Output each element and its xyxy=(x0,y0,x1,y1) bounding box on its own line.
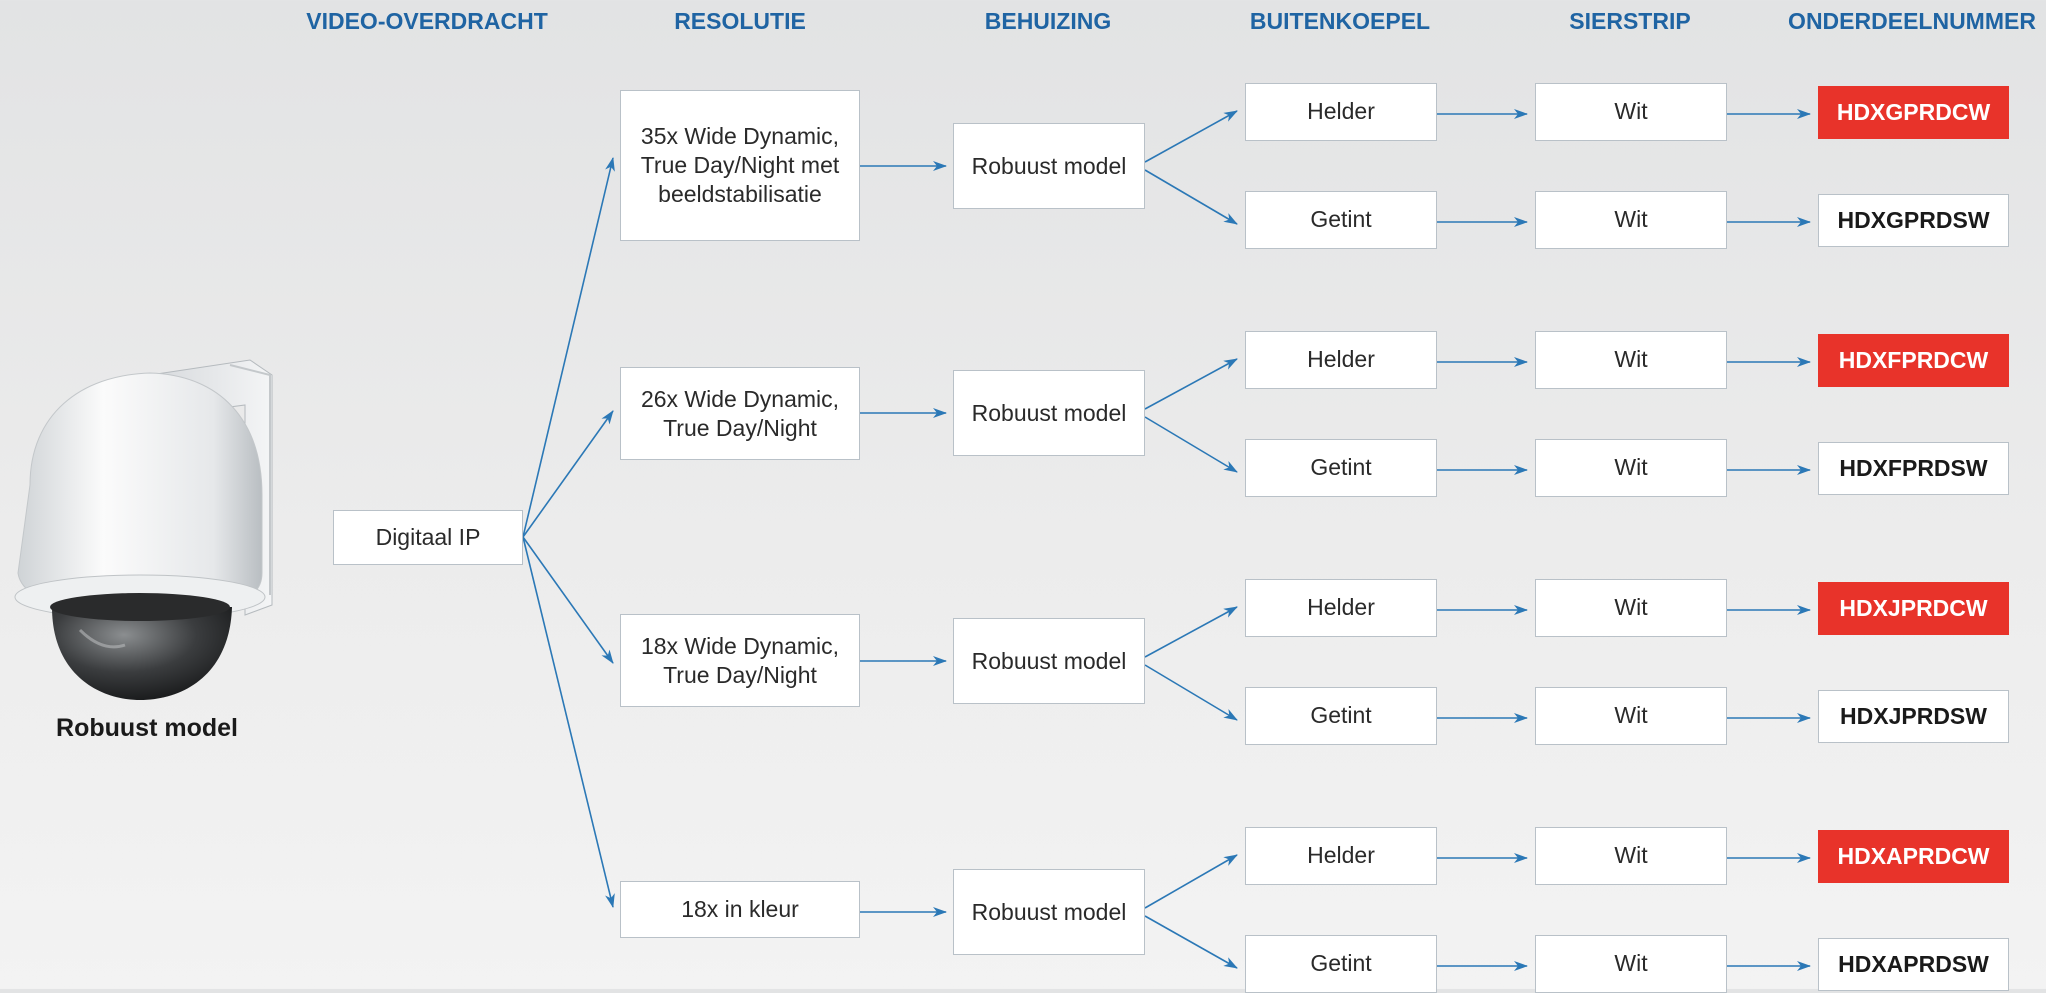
dome-box: Helder xyxy=(1245,579,1437,637)
trim-box: Wit xyxy=(1535,83,1727,141)
arrow-housing-to-dome xyxy=(1144,915,1238,969)
header-resolution: RESOLUTIE xyxy=(674,8,806,34)
trim-label: Wit xyxy=(1614,97,1648,124)
dome-box: Helder xyxy=(1245,331,1437,389)
housing-label: Robuust model xyxy=(971,647,1127,674)
part-number: HDXFPRDSW xyxy=(1839,455,1988,481)
arrow-housing-to-dome xyxy=(1144,664,1238,721)
arrow-housing-to-dome xyxy=(1144,358,1238,410)
part-number: HDXJPRDCW xyxy=(1839,595,1988,621)
part-number-badge: HDXFPRDCW xyxy=(1818,334,2009,387)
dome-box: Getint xyxy=(1245,935,1437,993)
dome-label: Getint xyxy=(1310,453,1372,480)
dome-box: Helder xyxy=(1245,827,1437,885)
part-number: HDXAPRDSW xyxy=(1838,951,1989,977)
arrow-transmission-to-resolution xyxy=(522,157,615,538)
dome-box: Helder xyxy=(1245,83,1437,141)
resolution-line: 18x in kleur xyxy=(681,896,799,922)
part-number-badge: HDXGPRDSW xyxy=(1818,194,2009,247)
trim-label: Wit xyxy=(1614,701,1648,728)
header-trim-strip: SIERSTRIP xyxy=(1569,8,1691,34)
housing-label: Robuust model xyxy=(971,152,1127,179)
housing-box: Robuust model xyxy=(953,123,1145,209)
part-number: HDXAPRDCW xyxy=(1837,843,1990,869)
resolution-text: 26x Wide Dynamic,True Day/Night xyxy=(641,385,839,443)
trim-label: Wit xyxy=(1614,205,1648,232)
housing-box: Robuust model xyxy=(953,869,1145,955)
part-number-badge: HDXGPRDCW xyxy=(1818,86,2009,139)
resolution-box: 18x in kleur xyxy=(620,881,860,938)
housing-box: Robuust model xyxy=(953,370,1145,456)
trim-label: Wit xyxy=(1614,453,1648,480)
header-outer-dome: BUITENKOEPEL xyxy=(1249,8,1431,34)
housing-box: Robuust model xyxy=(953,618,1145,704)
arrow-housing-to-dome xyxy=(1144,416,1238,473)
housing-label: Robuust model xyxy=(971,898,1127,925)
arrow-transmission-to-resolution xyxy=(522,536,615,908)
resolution-line: True Day/Night xyxy=(663,414,817,441)
resolution-text: 18x Wide Dynamic,True Day/Night xyxy=(641,632,839,690)
dome-label: Getint xyxy=(1310,949,1372,976)
arrow-housing-to-dome xyxy=(1144,854,1238,909)
trim-box: Wit xyxy=(1535,331,1727,389)
transmission-label: Digitaal IP xyxy=(375,524,481,550)
trim-box: Wit xyxy=(1535,439,1727,497)
ptz-dome-camera-icon xyxy=(0,345,294,710)
arrow-transmission-to-resolution xyxy=(522,536,614,664)
trim-box: Wit xyxy=(1535,191,1727,249)
resolution-line: 35x Wide Dynamic, xyxy=(640,123,840,149)
dome-box: Getint xyxy=(1245,687,1437,745)
header-housing: BEHUIZING xyxy=(984,8,1112,34)
arrow-transmission-to-resolution xyxy=(522,410,614,538)
resolution-text: 18x in kleur xyxy=(681,895,799,924)
part-number: HDXGPRDCW xyxy=(1836,99,1991,125)
header-video-transmission: VIDEO-OVERDRACHT xyxy=(306,8,548,34)
part-number: HDXFPRDCW xyxy=(1838,347,1989,373)
trim-label: Wit xyxy=(1614,593,1648,620)
resolution-line: True Day/Night met xyxy=(640,152,840,178)
trim-label: Wit xyxy=(1614,949,1648,976)
dome-box: Getint xyxy=(1245,439,1437,497)
arrow-housing-to-dome xyxy=(1144,110,1238,163)
dome-label: Getint xyxy=(1310,205,1372,232)
resolution-line: 18x Wide Dynamic, xyxy=(640,632,840,659)
part-number: HDXGPRDSW xyxy=(1837,207,1990,233)
part-number-badge: HDXJPRDSW xyxy=(1818,690,2009,743)
trim-box: Wit xyxy=(1535,935,1727,993)
dome-box: Getint xyxy=(1245,191,1437,249)
part-number: HDXJPRDSW xyxy=(1840,703,1987,729)
part-number-badge: HDXAPRDCW xyxy=(1818,830,2009,883)
camera-model-label: Robuust model xyxy=(56,714,238,742)
part-number-badge: HDXJPRDCW xyxy=(1818,582,2009,635)
resolution-box: 18x Wide Dynamic,True Day/Night xyxy=(620,614,860,707)
trim-box: Wit xyxy=(1535,579,1727,637)
part-number-badge: HDXAPRDSW xyxy=(1818,938,2009,991)
dome-label: Helder xyxy=(1307,593,1375,620)
transmission-box: Digitaal IP xyxy=(333,510,523,565)
dome-label: Helder xyxy=(1307,841,1375,868)
dome-label: Helder xyxy=(1307,345,1375,372)
trim-box: Wit xyxy=(1535,827,1727,885)
dome-label: Getint xyxy=(1310,701,1372,728)
arrow-housing-to-dome xyxy=(1144,169,1238,225)
resolution-box: 26x Wide Dynamic,True Day/Night xyxy=(620,367,860,460)
resolution-box: 35x Wide Dynamic, True Day/Night met beeld… xyxy=(620,90,860,241)
header-part-number: ONDERDEELNUMMER xyxy=(1788,8,2036,34)
trim-label: Wit xyxy=(1614,345,1648,372)
trim-label: Wit xyxy=(1614,841,1648,868)
resolution-line: 26x Wide Dynamic, xyxy=(640,385,840,412)
resolution-text: 35x Wide Dynamic, True Day/Night met beeld… xyxy=(641,122,840,209)
housing-label: Robuust model xyxy=(971,399,1127,426)
resolution-line: beeldstabilisatie xyxy=(658,181,822,207)
part-number-badge: HDXFPRDSW xyxy=(1818,442,2009,495)
resolution-line: True Day/Night xyxy=(663,661,817,688)
arrow-housing-to-dome xyxy=(1144,606,1238,658)
dome-label: Helder xyxy=(1307,97,1375,124)
trim-box: Wit xyxy=(1535,687,1727,745)
